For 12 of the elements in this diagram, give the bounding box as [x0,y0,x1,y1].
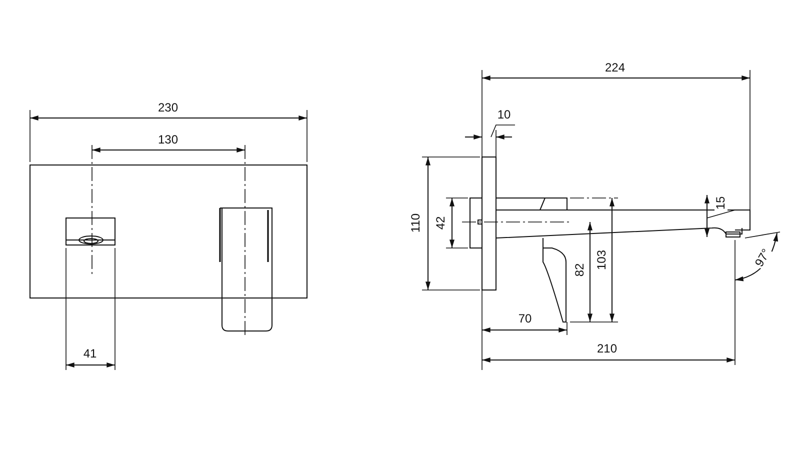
dimension-label: 42 [434,215,448,231]
dimension-label: 110 [410,212,422,234]
dimension-label: 15 [714,195,728,211]
dimension-label: 130 [156,134,180,146]
dimension-label: 82 [574,262,586,278]
dimension-label: 70 [517,312,533,326]
dimension-label: 10 [496,108,512,122]
dimension-label: 103 [596,248,608,272]
dimension-label: 224 [604,62,626,74]
dimension-label: 41 [82,348,98,360]
dimension-label: 230 [156,102,180,114]
dimension-label: 210 [596,342,618,356]
